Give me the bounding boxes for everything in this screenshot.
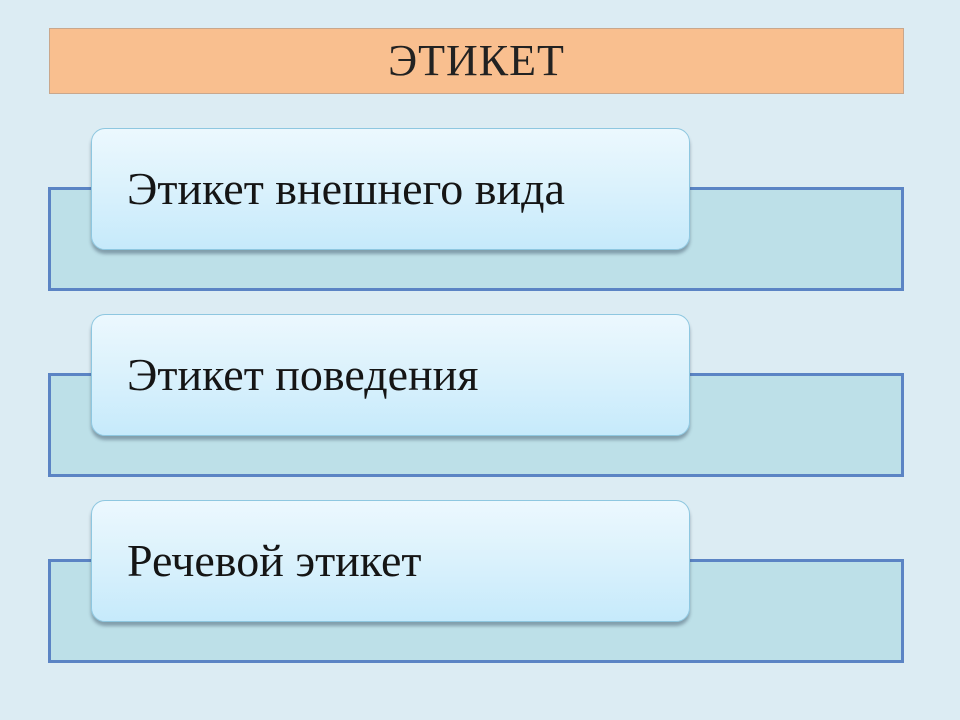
item-card-2: Этикет поведения xyxy=(91,314,690,436)
item-label-2: Этикет поведения xyxy=(127,349,479,400)
item-card-1: Этикет внешнего вида xyxy=(91,128,690,250)
item-card-3: Речевой этикет xyxy=(91,500,690,622)
item-label-3: Речевой этикет xyxy=(127,535,422,586)
title-banner: ЭТИКЕТ xyxy=(49,28,904,94)
title-text: ЭТИКЕТ xyxy=(388,36,565,85)
item-label-1: Этикет внешнего вида xyxy=(127,163,565,214)
